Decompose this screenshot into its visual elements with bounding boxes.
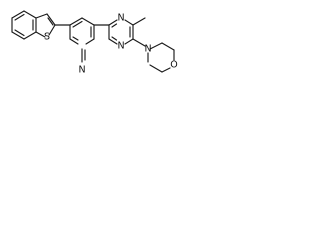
morpholine-group [147, 42, 175, 73]
bond [85, 38, 95, 45]
double-bond [111, 36, 118, 41]
pyrimidine-group [108, 19, 134, 45]
pyridine-nitrogen-label: N [78, 65, 85, 76]
double-bond [111, 23, 118, 28]
bond [161, 67, 171, 73]
bond [161, 42, 175, 51]
bond [23, 31, 37, 40]
morpholine-nitrogen-label: N [144, 44, 151, 55]
bond [108, 19, 118, 26]
benzothiophene-group [11, 10, 56, 40]
pyrimidine-nitrogen-lower-label: N [117, 41, 124, 52]
bond [46, 13, 56, 26]
methyl-bond [132, 17, 146, 26]
bond [11, 31, 25, 40]
bond [69, 38, 79, 45]
bond [108, 38, 118, 45]
bond [124, 38, 134, 45]
double-bond [72, 36, 79, 41]
bond [23, 10, 37, 19]
bond [124, 19, 134, 26]
double-bond [47, 17, 54, 26]
bond [35, 31, 46, 38]
double-bond [14, 29, 25, 37]
morpholine-oxygen-label: O [170, 60, 177, 71]
double-bond [14, 13, 25, 21]
bond [11, 10, 25, 19]
bond [48, 24, 56, 36]
bond [132, 38, 146, 47]
bond [149, 42, 163, 50]
chemical-structure-diagram: S N N N N O [11, 10, 178, 76]
bond [149, 64, 163, 73]
bond [69, 17, 83, 26]
bond [35, 13, 48, 19]
double-bond [72, 20, 83, 28]
sulfur-atom-label: S [44, 32, 50, 43]
pyrimidine-nitrogen-upper-label: N [117, 13, 124, 24]
pyridine-group [69, 17, 95, 45]
atom-labels: S N N N N O [44, 13, 178, 76]
bond [81, 17, 95, 26]
